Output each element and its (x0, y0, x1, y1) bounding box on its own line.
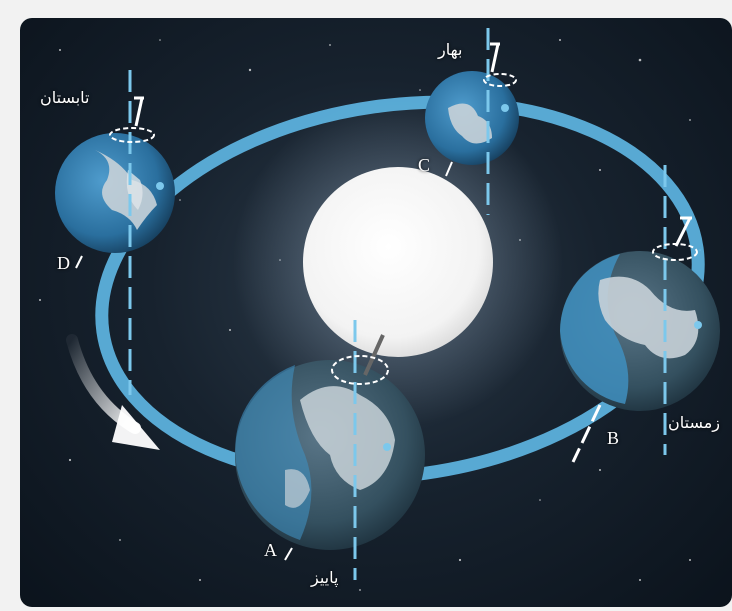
orbit-path (95, 95, 705, 485)
star-field (39, 39, 701, 591)
point-b: B (607, 428, 620, 448)
rotation-icon (652, 243, 698, 261)
direction-arrowhead (112, 405, 160, 450)
sun (303, 167, 493, 357)
location-pin-icon (383, 443, 391, 451)
location-pin-icon (501, 104, 509, 112)
earth-winter (560, 165, 720, 463)
point-d: D (57, 253, 70, 273)
label-autumn: پاییز (311, 568, 339, 587)
earth-spring (425, 28, 519, 215)
tick-b (571, 404, 602, 463)
location-pin-icon (694, 321, 702, 329)
point-c: C (418, 155, 431, 175)
earth-autumn (235, 320, 425, 580)
label-summer: تابستان (40, 88, 90, 107)
label-winter: زمستان (668, 413, 721, 432)
rotation-icon (109, 127, 155, 143)
tick-c (445, 161, 453, 177)
tick-d (75, 255, 83, 269)
earth-summer (55, 70, 175, 395)
rotation-icon (331, 355, 389, 385)
label-spring: بهار (438, 40, 463, 59)
tick-a (284, 547, 293, 561)
point-a: A (264, 540, 277, 560)
location-pin-icon (156, 182, 164, 190)
rotation-icon (483, 73, 517, 87)
